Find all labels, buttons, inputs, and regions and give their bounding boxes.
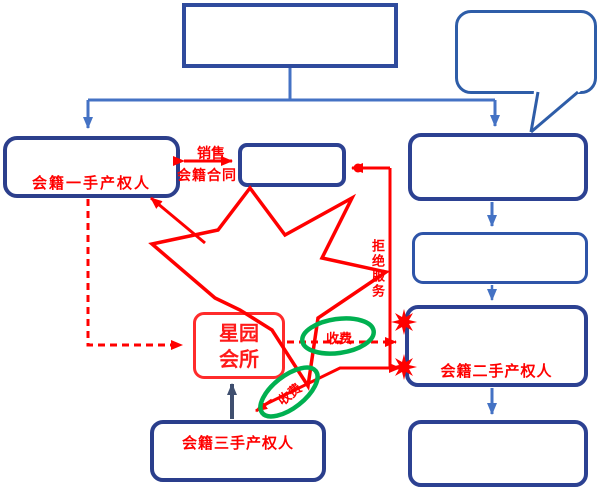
owner1-box: 会籍一手产权人 xyxy=(3,136,180,198)
club-name-line2: 会所 xyxy=(219,347,259,371)
top-box xyxy=(182,3,398,68)
contract-box xyxy=(238,143,346,187)
junction-dot xyxy=(353,163,363,173)
sell-arrow-label-bottom: 会籍合同 xyxy=(177,168,237,184)
club-name-line1: 星园 xyxy=(219,321,259,345)
arrow-to-owner3 xyxy=(255,398,273,413)
club-box: 星园 会所 xyxy=(193,312,285,379)
fee-label-1: 收费 xyxy=(325,332,352,347)
owner2-box: 会籍二手产权人 xyxy=(405,305,588,387)
vertical-edge-label: 拒绝服务 xyxy=(369,239,384,299)
right-box-2 xyxy=(412,232,588,284)
sell-arrow-label-top: 销售 xyxy=(197,146,225,162)
owner3-box: 会籍三手产权人 xyxy=(150,420,326,482)
speech-bubble xyxy=(455,10,597,94)
right-box-4 xyxy=(408,420,588,487)
arrow-star-to-owner1 xyxy=(150,196,206,245)
dashed-owner1-to-club xyxy=(86,199,183,350)
right-box-1 xyxy=(408,133,588,201)
speech-bubble-tail xyxy=(529,90,582,134)
fee-label-2: 收费 xyxy=(275,381,306,409)
